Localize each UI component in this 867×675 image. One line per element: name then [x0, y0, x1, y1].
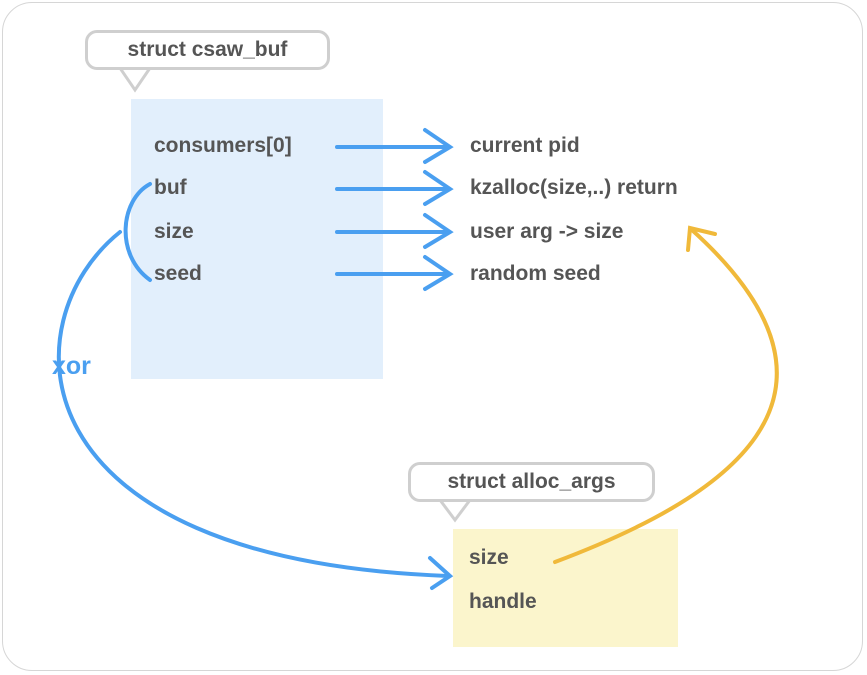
bubble-tail [438, 499, 472, 523]
xor-arrow [56, 230, 450, 578]
target-user-arg: user arg -> size [470, 220, 624, 243]
field-size: size [154, 220, 194, 243]
size-arrowhead [686, 225, 717, 252]
field-consumers: consumers[0] [154, 134, 292, 157]
field-arrow [335, 255, 454, 291]
size-arrow [553, 228, 779, 564]
alloc-field-size: size [469, 546, 509, 569]
bubble-tail [118, 67, 152, 93]
field-seed: seed [154, 262, 202, 285]
field-arrow [335, 170, 454, 206]
csaw-buf-title: struct csaw_buf [85, 30, 330, 70]
field-arrow [335, 213, 454, 249]
alloc-field-handle: handle [469, 590, 537, 613]
xor-label: xor [52, 352, 91, 380]
target-random-seed: random seed [470, 262, 601, 285]
alloc-args-title: struct alloc_args [408, 462, 655, 502]
xor-arrowhead [428, 556, 454, 590]
target-kzalloc: kzalloc(size,..) return [470, 176, 678, 199]
xor-brace [123, 182, 152, 282]
field-arrow [335, 128, 454, 164]
field-buf: buf [154, 176, 187, 199]
target-current-pid: current pid [470, 134, 580, 157]
alloc-args-box [453, 529, 678, 647]
